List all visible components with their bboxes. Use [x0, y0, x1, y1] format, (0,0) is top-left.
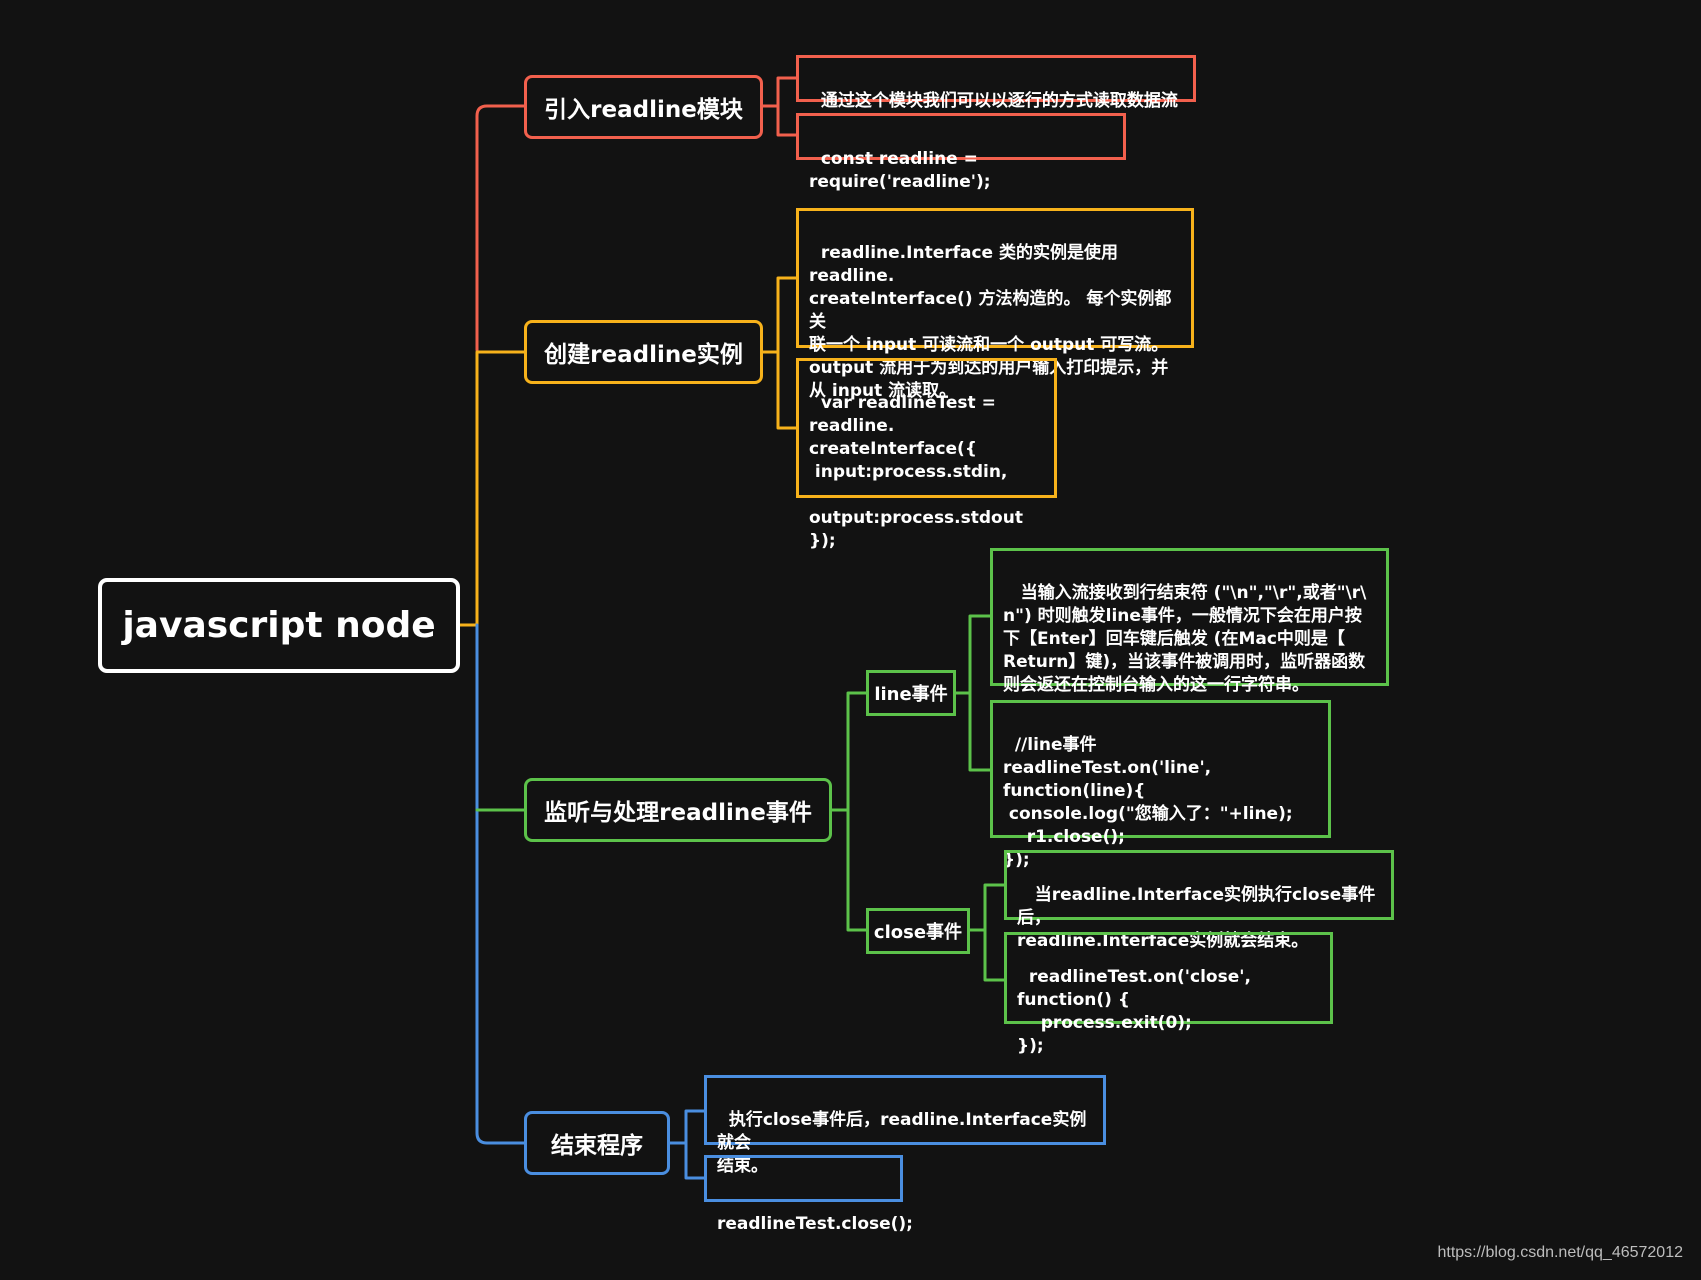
- leaf-create-description[interactable]: readline.Interface 类的实例是使用 readline. cre…: [796, 208, 1194, 401]
- root-label: javascript node: [122, 605, 436, 646]
- sub-label: close事件: [873, 922, 963, 943]
- leaf-text: 当readline.Interface实例执行close事件后， readlin…: [1017, 885, 1376, 951]
- leaf-text: readlineTest.on('close', function() { pr…: [1017, 967, 1251, 1056]
- leaf-text: const readline = require('readline');: [809, 149, 991, 192]
- branch-import-module[interactable]: 引入readline模块: [524, 75, 763, 139]
- branch-label: 监听与处理readline事件: [544, 800, 812, 826]
- branch-label: 创建readline实例: [544, 342, 743, 368]
- leaf-text: readline.Interface 类的实例是使用 readline. cre…: [809, 243, 1172, 401]
- leaf-text: var readlineTest = readline. createInter…: [809, 393, 1023, 551]
- leaf-text: 执行close事件后，readline.Interface实例就会 结束。: [717, 1110, 1087, 1176]
- leaf-import-description[interactable]: 通过这个模块我们可以以逐行的方式读取数据流: [796, 55, 1196, 111]
- branch-label: 结束程序: [551, 1133, 643, 1159]
- leaf-end-description[interactable]: 执行close事件后，readline.Interface实例就会 结束。: [704, 1075, 1106, 1176]
- sub-label: line事件: [874, 684, 948, 705]
- leaf-line-description[interactable]: 当输入流接收到行结束符 ("\n","\r",或者"\r\ n") 时则触发li…: [990, 548, 1389, 695]
- branch-label: 引入readline模块: [544, 97, 743, 123]
- leaf-text: //line事件 readlineTest.on('line', functio…: [1003, 735, 1293, 870]
- sub-line-event[interactable]: line事件: [866, 670, 956, 716]
- sub-close-event[interactable]: close事件: [866, 908, 970, 954]
- branch-create-instance[interactable]: 创建readline实例: [524, 320, 763, 384]
- leaf-text: 当输入流接收到行结束符 ("\n","\r",或者"\r\ n") 时则触发li…: [1003, 583, 1367, 695]
- leaf-line-code[interactable]: //line事件 readlineTest.on('line', functio…: [990, 700, 1331, 870]
- leaf-text: 通过这个模块我们可以以逐行的方式读取数据流: [820, 91, 1178, 111]
- leaf-close-description[interactable]: 当readline.Interface实例执行close事件后， readlin…: [1004, 850, 1394, 951]
- root-node[interactable]: javascript node: [98, 578, 460, 673]
- leaf-close-code[interactable]: readlineTest.on('close', function() { pr…: [1004, 932, 1333, 1056]
- leaf-end-code[interactable]: readlineTest.close();: [704, 1155, 913, 1234]
- branch-listen-events[interactable]: 监听与处理readline事件: [524, 778, 832, 842]
- branch-end-program[interactable]: 结束程序: [524, 1111, 670, 1175]
- leaf-text: readlineTest.close();: [717, 1214, 913, 1234]
- leaf-import-code[interactable]: const readline = require('readline');: [796, 113, 1126, 192]
- watermark-url: https://blog.csdn.net/qq_46572012: [1437, 1244, 1683, 1261]
- leaf-create-code[interactable]: var readlineTest = readline. createInter…: [796, 358, 1057, 551]
